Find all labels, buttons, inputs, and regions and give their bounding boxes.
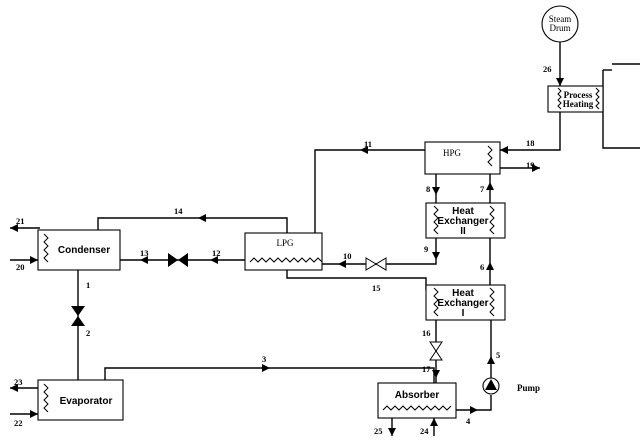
stream-18-label: 18 bbox=[526, 138, 535, 148]
process-heating-label-1: Process bbox=[564, 90, 593, 100]
stream-25-label: 25 bbox=[374, 426, 383, 436]
evaporator: Evaporator bbox=[37, 379, 124, 421]
expansion-valve-stream-16-17 bbox=[429, 341, 443, 361]
hx2-label-2: Exchanger bbox=[437, 216, 488, 227]
stream-3-label: 3 bbox=[262, 354, 266, 364]
stream-15-label: 15 bbox=[372, 283, 381, 293]
heat-exchanger-2: Heat Exchanger II bbox=[425, 202, 506, 239]
steam-drum-label-2: Drum bbox=[550, 23, 571, 33]
absorber-label: Absorber bbox=[395, 390, 440, 401]
hpg: HPG bbox=[424, 141, 501, 175]
expansion-valve-stream-1-2 bbox=[71, 306, 85, 326]
stream-13-label: 13 bbox=[140, 248, 149, 258]
stream-9-label: 9 bbox=[424, 244, 428, 254]
stream-8-label: 8 bbox=[426, 184, 430, 194]
stream-17-label: 17 bbox=[422, 364, 431, 374]
stream-24-label: 24 bbox=[420, 426, 429, 436]
stream-11-label: 11 bbox=[364, 139, 372, 149]
heat-exchanger-1: Heat Exchanger I bbox=[425, 284, 506, 321]
condenser: Condenser bbox=[37, 229, 121, 271]
stream-22-label: 22 bbox=[14, 418, 23, 428]
expansion-valve-condenser-lpg bbox=[168, 253, 188, 267]
stream-labels: 1 2 3 4 5 6 7 8 9 10 11 12 13 14 15 16 1… bbox=[14, 64, 552, 436]
expansion-valve-stream-10 bbox=[365, 257, 387, 271]
stream-26-label: 26 bbox=[543, 64, 552, 74]
stream-20-label: 20 bbox=[16, 262, 25, 272]
stream-4-label: 4 bbox=[466, 416, 471, 426]
stream-6-label: 6 bbox=[480, 262, 484, 272]
hx2-label-3: II bbox=[460, 226, 466, 237]
stream-2-label: 2 bbox=[86, 328, 90, 338]
pump: Pump bbox=[482, 377, 540, 395]
hx2-label-1: Heat bbox=[452, 206, 474, 217]
stream-10-label: 10 bbox=[343, 251, 352, 261]
hx1-label-1: Heat bbox=[452, 288, 474, 299]
lpg-label: LPG bbox=[276, 238, 294, 248]
hpg-label: HPG bbox=[443, 148, 462, 158]
steam-drum: Steam Drum bbox=[541, 5, 579, 43]
flow-arrows bbox=[10, 78, 564, 436]
stream-12-label: 12 bbox=[212, 248, 221, 258]
absorber: Absorber bbox=[377, 382, 457, 419]
condenser-label: Condenser bbox=[58, 245, 110, 256]
stream-5-label: 5 bbox=[496, 350, 500, 360]
hx1-label-2: Exchanger bbox=[437, 298, 488, 309]
stream-14-label: 14 bbox=[174, 206, 183, 216]
lpg: LPG bbox=[244, 232, 323, 271]
stream-7-label: 7 bbox=[480, 184, 485, 194]
stream-16-label: 16 bbox=[422, 328, 431, 338]
steam-drum-label-1: Steam bbox=[549, 14, 572, 24]
process-heating: Process Heating bbox=[547, 85, 604, 113]
stream-1-label: 1 bbox=[86, 280, 90, 290]
process-heating-label-2: Heating bbox=[563, 99, 594, 109]
evaporator-label: Evaporator bbox=[60, 396, 113, 407]
stream-19-label: 19 bbox=[526, 160, 535, 170]
pump-label: Pump bbox=[517, 383, 540, 393]
hx1-label-3: I bbox=[462, 308, 465, 319]
stream-23-label: 23 bbox=[14, 377, 23, 387]
stream-21-label: 21 bbox=[16, 216, 25, 226]
